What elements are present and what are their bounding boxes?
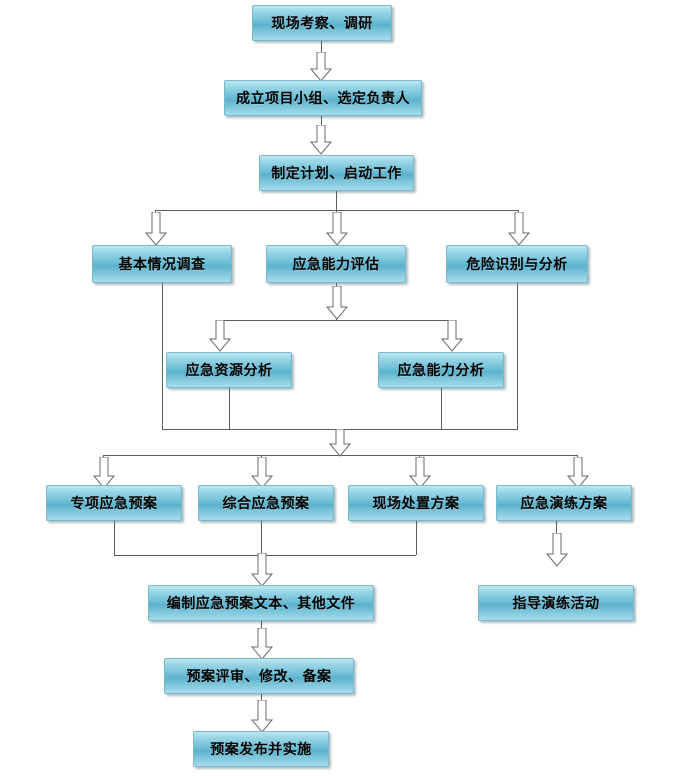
block-arrow-n5-split (326, 286, 348, 320)
node-site-survey[interactable]: 现场考察、调研 (252, 5, 392, 41)
node-on-site-disposal-plan[interactable]: 现场处置方案 (348, 485, 484, 521)
merge-feed-n7 (229, 388, 230, 429)
merge-feed-n4 (162, 283, 163, 429)
node-label: 应急演练方案 (520, 496, 608, 512)
block-arrow-to-n11 (409, 457, 431, 489)
node-comprehensive-emergency-plan[interactable]: 综合应急预案 (198, 485, 334, 521)
distribution-bar-level2 (219, 320, 451, 321)
node-basic-situation-survey[interactable]: 基本情况调查 (92, 245, 232, 283)
connector-n3-down (336, 191, 337, 210)
block-arrow-to-n6 (508, 212, 530, 246)
merge-feed-n8 (441, 388, 442, 429)
node-plan-review-revise-record[interactable]: 预案评审、修改、备案 (164, 658, 354, 694)
block-arrow-plans-to-n13 (251, 553, 273, 587)
connector-n2-n3 (321, 116, 322, 132)
node-emergency-drill-plan[interactable]: 应急演练方案 (496, 485, 632, 521)
node-emergency-resource-analysis[interactable]: 应急资源分析 (166, 352, 292, 388)
node-emergency-capability-assessment[interactable]: 应急能力评估 (266, 245, 406, 283)
node-label: 危险识别与分析 (466, 257, 568, 273)
node-label: 综合应急预案 (222, 496, 310, 512)
connector-n12-n14 (556, 521, 557, 540)
block-arrow-n1-n2 (310, 52, 332, 82)
node-compile-plan-text-documents[interactable]: 编制应急预案文本、其他文件 (148, 585, 374, 621)
node-guide-drill-activities[interactable]: 指导演练活动 (478, 585, 634, 621)
node-label: 应急资源分析 (185, 363, 273, 379)
node-emergency-capability-analysis[interactable]: 应急能力分析 (378, 352, 504, 388)
node-label: 专项应急预案 (70, 496, 158, 512)
node-label: 基本情况调查 (118, 257, 206, 273)
node-plan-release-implement[interactable]: 预案发布并实施 (193, 731, 329, 767)
node-label: 应急能力分析 (397, 363, 485, 379)
block-arrow-to-n10 (251, 457, 273, 489)
node-special-emergency-plan[interactable]: 专项应急预案 (46, 485, 182, 521)
merge-feed-n6 (517, 283, 518, 429)
block-arrow-n13-n15 (251, 628, 273, 660)
block-arrow-n12-n14 (546, 533, 568, 567)
node-label: 成立项目小组、选定负责人 (236, 91, 410, 107)
block-arrow-merge-to-dist3 (329, 429, 351, 457)
node-label: 预案发布并实施 (210, 742, 312, 758)
node-make-plan-start-work[interactable]: 制定计划、启动工作 (259, 155, 414, 191)
connector-n1-n2 (321, 41, 322, 57)
block-arrow-to-n7 (209, 320, 231, 352)
block-arrow-to-n12 (567, 457, 589, 489)
node-hazard-identification-analysis[interactable]: 危险识别与分析 (446, 245, 588, 283)
block-arrow-to-n5 (326, 212, 348, 246)
node-label: 预案评审、修改、备案 (186, 669, 332, 685)
block-arrow-n2-n3 (310, 125, 332, 155)
merge-feed-n9 (114, 521, 115, 555)
node-label: 编制应急预案文本、其他文件 (166, 596, 356, 612)
block-arrow-to-n9 (93, 457, 115, 489)
node-label: 制定计划、启动工作 (271, 166, 402, 182)
node-form-project-team[interactable]: 成立项目小组、选定负责人 (224, 80, 422, 116)
merge-feed-n10 (261, 521, 262, 555)
block-arrow-to-n4 (145, 212, 167, 246)
node-label: 应急能力评估 (292, 257, 380, 273)
node-label: 现场考察、调研 (271, 16, 373, 32)
block-arrow-to-n8 (441, 320, 463, 352)
merge-feed-n11 (416, 521, 417, 555)
node-label: 指导演练活动 (512, 596, 600, 612)
block-arrow-n15-n16 (251, 700, 273, 733)
node-label: 现场处置方案 (372, 496, 460, 512)
